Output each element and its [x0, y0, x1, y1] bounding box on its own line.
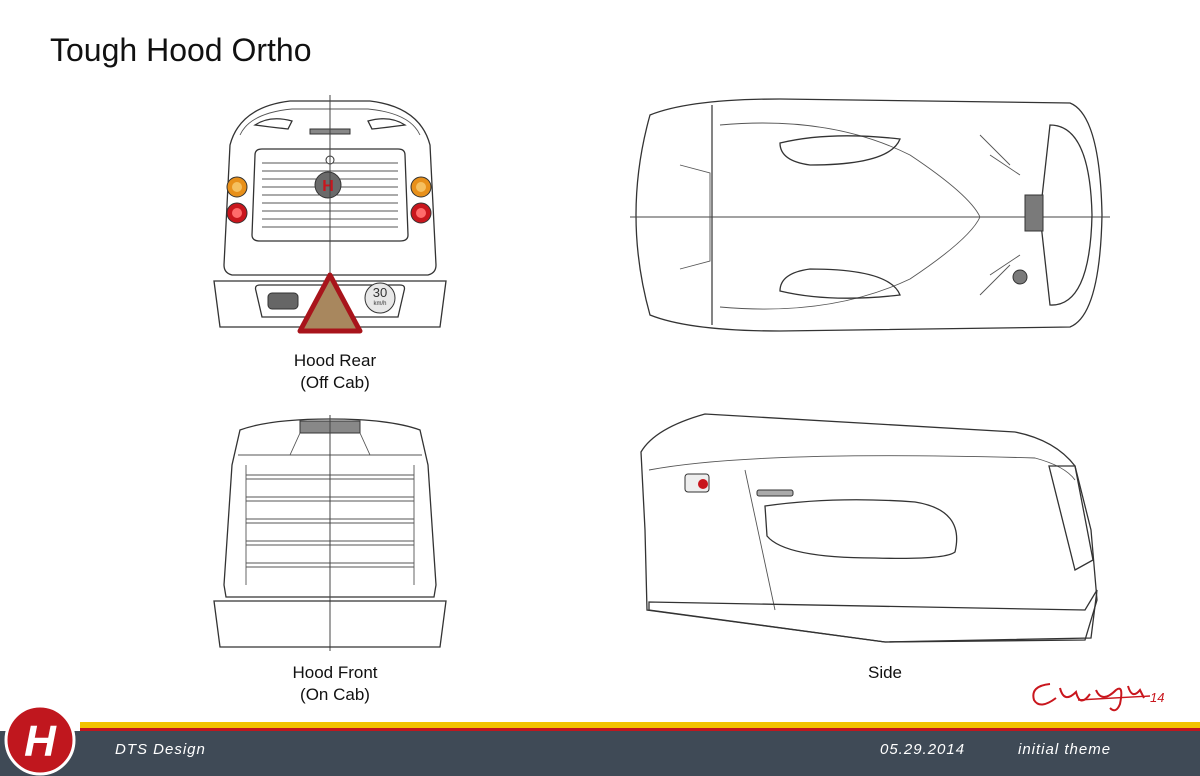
hood-front-drawing — [213, 415, 447, 651]
footer-bar — [0, 731, 1200, 776]
footer-date: 05.29.2014 — [880, 741, 966, 758]
hood-rear-caption-line1: Hood Rear — [293, 351, 377, 370]
artist-signature — [1032, 683, 1151, 712]
logo-letter: H — [24, 717, 57, 766]
hood-rear-drawing: H — [213, 95, 447, 334]
hood-rear-caption-line2: (Off Cab) — [300, 373, 370, 392]
hood-side-drawing — [640, 413, 1098, 643]
footer-stripe-yellow — [80, 722, 1200, 728]
signature-year: 14 — [1150, 690, 1165, 705]
hood-side-view — [635, 410, 1115, 660]
hood-front-caption-line2: (On Cab) — [300, 685, 370, 704]
hood-rear-caption: Hood Rear (Off Cab) — [260, 350, 410, 394]
speed-badge-unit: km/h — [373, 301, 387, 307]
hood-top-drawing — [630, 98, 1110, 332]
hood-front-caption: Hood Front (On Cab) — [260, 662, 410, 706]
hood-top-view — [630, 95, 1110, 335]
footer-note: initial theme — [1018, 741, 1112, 758]
page-title: Tough Hood Ortho — [50, 32, 312, 68]
footer-company: DTS Design — [115, 741, 206, 758]
speed-badge-value: 30 — [372, 285, 388, 300]
side-caption: Side — [867, 663, 903, 682]
footer-stripe-red — [80, 728, 1200, 731]
hood-rear-view: H 30 km/h — [210, 95, 450, 340]
svg-text:H: H — [322, 178, 334, 195]
brand-logo-icon: H — [4, 704, 76, 776]
hood-front-caption-line1: Hood Front — [292, 663, 378, 682]
hood-front-view — [210, 415, 450, 665]
